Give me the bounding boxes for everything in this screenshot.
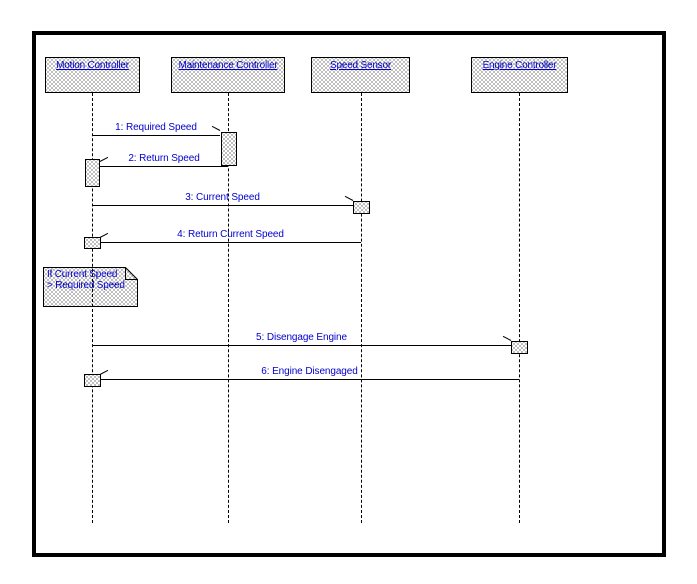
message-line-5[interactable] (92, 345, 511, 346)
activation-bar-speed[interactable] (353, 201, 370, 214)
message-label-5: 5: Disengage Engine (256, 332, 347, 343)
note-shape (43, 267, 138, 307)
message-line-2[interactable] (100, 166, 228, 167)
message-label-4: 4: Return Current Speed (177, 229, 284, 240)
message-arrowhead-5 (502, 335, 512, 341)
lifeline-maintenance (228, 93, 229, 523)
object-box-motion[interactable]: Motion Controller (45, 57, 140, 93)
message-arrowhead-6 (99, 369, 109, 375)
object-label-engine: Engine Controller (482, 60, 557, 71)
activation-bar-engine[interactable] (511, 341, 528, 354)
message-label-6: 6: Engine Disengaged (261, 366, 358, 377)
object-box-maintenance[interactable]: Maintenance Controller (171, 57, 285, 93)
object-label-speed: Speed Sensor (330, 60, 391, 71)
message-line-4[interactable] (100, 242, 361, 243)
activation-bar-maintenance[interactable] (221, 132, 237, 166)
message-label-1: 1: Required Speed (115, 122, 197, 133)
activation-bar-motion[interactable] (84, 374, 101, 387)
message-arrowhead-2 (99, 156, 109, 162)
activation-bar-motion[interactable] (85, 159, 100, 187)
object-box-engine[interactable]: Engine Controller (471, 57, 568, 93)
note-line-2: > Required Speed (47, 280, 125, 291)
message-arrowhead-3 (344, 195, 354, 201)
object-label-maintenance: Maintenance Controller (178, 60, 278, 71)
diagram-frame: Motion Controller Maintenance Controller S… (32, 31, 666, 557)
lifeline-motion (92, 93, 93, 523)
lifeline-engine (519, 93, 520, 523)
note-line-1: If Current Speed (47, 269, 118, 280)
activation-bar-motion[interactable] (84, 237, 101, 249)
message-line-3[interactable] (92, 205, 353, 206)
message-line-6[interactable] (100, 379, 519, 380)
object-box-speed[interactable]: Speed Sensor (311, 57, 410, 93)
note-constraint[interactable]: If Current Speed> Required Speed (43, 267, 138, 307)
message-arrowhead-4 (99, 232, 109, 238)
lifeline-speed (361, 93, 362, 523)
message-label-2: 2: Return Speed (128, 153, 200, 164)
message-label-3: 3: Current Speed (185, 192, 260, 203)
object-label-motion: Motion Controller (56, 60, 129, 71)
message-arrowhead-1 (211, 125, 221, 131)
message-line-1[interactable] (92, 135, 220, 136)
